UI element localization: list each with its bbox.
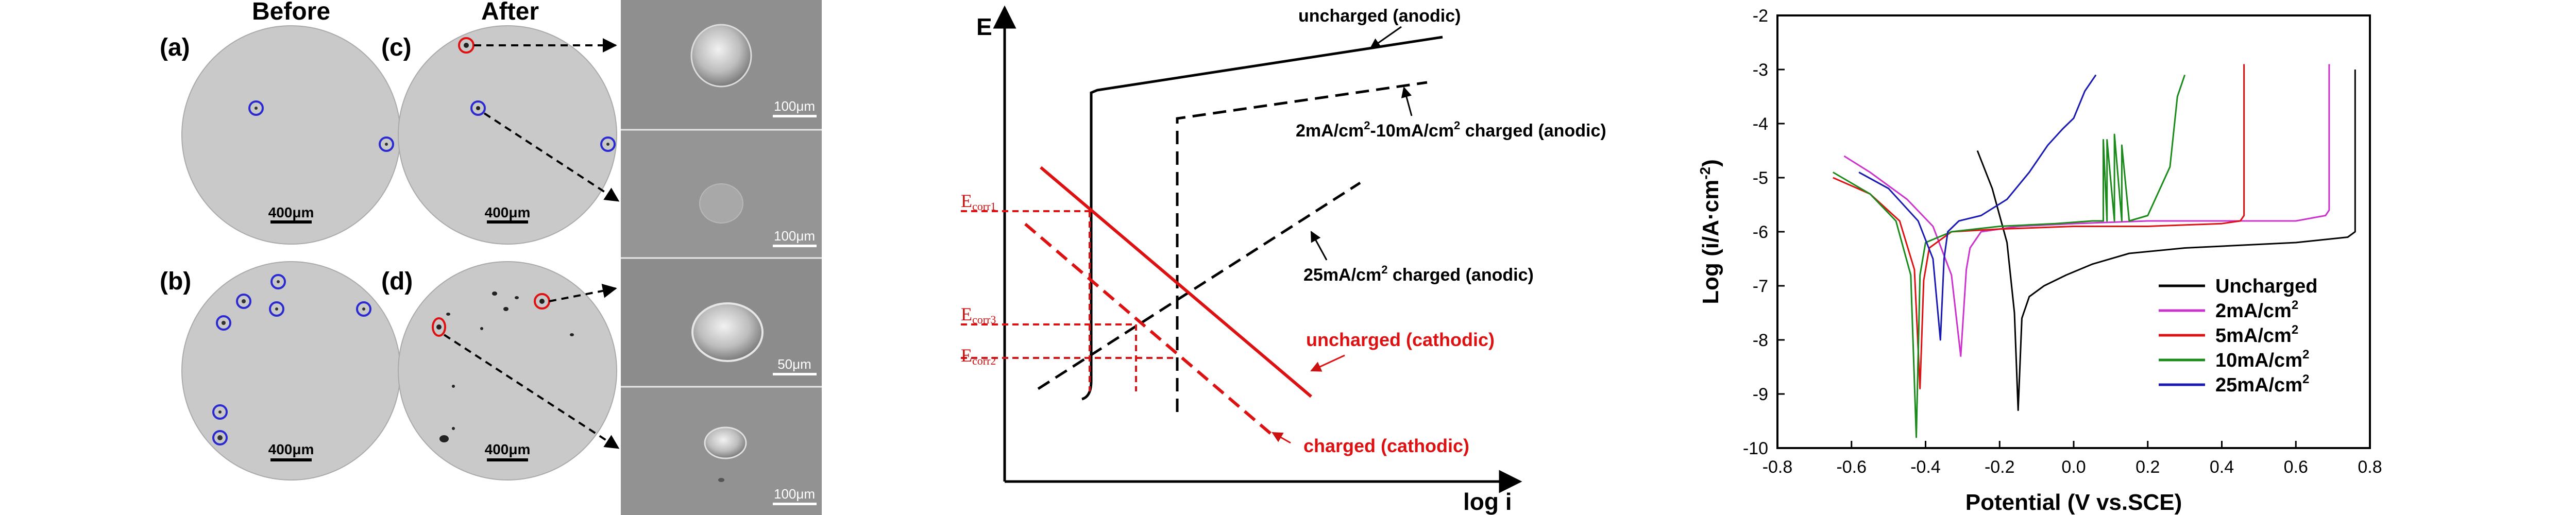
zoom-arrow — [549, 284, 617, 302]
scale-label: 400μm — [268, 441, 314, 457]
zoom-arrow — [443, 334, 620, 449]
scale-label: 400μm — [268, 204, 314, 220]
y-tick-label: -5 — [1753, 168, 1768, 188]
zoom-scale-label: 50μm — [777, 356, 811, 372]
svg-text:Log (i/A·cm-2): Log (i/A·cm-2) — [1697, 159, 1723, 304]
evans-diagram: E log i Ecorr1 Ecorr3 Ecorr2 uncharged (… — [961, 5, 1606, 515]
x-tick-label: 0.0 — [2061, 457, 2086, 477]
x-axis-label: log i — [1463, 488, 1512, 515]
charged-anodic-label-3: charged (anodic) — [1460, 121, 1606, 141]
pit-marker — [379, 136, 394, 152]
after-heading: After — [481, 0, 539, 25]
svg-text:Ecorr1: Ecorr1 — [961, 191, 996, 213]
scale-bar — [270, 220, 312, 224]
uncharged-anodic-label: uncharged (anodic) — [1298, 6, 1461, 26]
x-tick-label: -0.2 — [1985, 457, 2015, 477]
series-line-2 — [1833, 64, 2245, 389]
series-line-3 — [1833, 75, 2186, 438]
zoom-scale-label: 100μm — [774, 486, 815, 502]
y-tick-label: -2 — [1753, 6, 1768, 26]
label-d: (d) — [381, 268, 413, 295]
y-axis-title: Log (i/A·cm — [1698, 180, 1723, 304]
legend-label: 10mA/cm2 — [2215, 348, 2309, 371]
disk-b: 400μm — [181, 261, 401, 480]
pit-marker-red — [432, 317, 446, 337]
y-axis-label: E — [976, 13, 992, 40]
disk-d: 400μm — [398, 261, 617, 480]
legend-label: 2mA/cm2 — [2215, 298, 2298, 322]
label-c: (c) — [381, 34, 412, 61]
svg-text:Ecorr3: Ecorr3 — [961, 304, 996, 326]
legend-label: Uncharged — [2215, 276, 2317, 297]
ecorr1-sub: corr1 — [972, 200, 996, 213]
x-axis-title: Potential (V vs.SCE) — [1965, 490, 2182, 515]
micrograph-panel: Before After (a) (b) (c) (d) 400μm — [160, 0, 822, 515]
y-tick-label: -6 — [1753, 222, 1768, 242]
zoom-images: 100μm 100μm 50μm 100μm — [621, 0, 822, 515]
scale-bar — [270, 458, 312, 461]
scale-label: 400μm — [485, 204, 531, 220]
scale-label: 400μm — [485, 441, 531, 457]
x-tick-label: 0.8 — [2358, 457, 2382, 477]
ecorr1-label: E — [961, 191, 972, 211]
ecorr3-label: E — [961, 304, 972, 324]
charged-anodic-label-2: -10mA/cm — [1370, 121, 1454, 141]
series-line-4 — [1858, 74, 2097, 341]
x-tick-label: 0.4 — [2210, 457, 2234, 477]
svg-text:25mA/cm2 charged (anodic): 25mA/cm2 charged (anodic) — [1303, 263, 1534, 285]
x-tick-label: -0.6 — [1836, 457, 1867, 477]
high-charged-anodic-curve — [1037, 181, 1361, 390]
y-tick-label: -9 — [1753, 385, 1768, 404]
series-line-1 — [1843, 64, 2330, 357]
ecorr3-sub: corr3 — [972, 313, 996, 326]
label-b: (b) — [160, 268, 191, 295]
label-a: (a) — [160, 34, 190, 61]
y-tick-label: -3 — [1753, 60, 1768, 80]
y-tick-label: -10 — [1743, 439, 1768, 458]
svg-text:2mA/cm2-10mA/cm2 charged (anod: 2mA/cm2-10mA/cm2 charged (anodic) — [1296, 119, 1606, 141]
zoom-arrow — [483, 112, 620, 202]
ecorr2-sub: corr2 — [972, 354, 996, 367]
legend-label: 5mA/cm2 — [2215, 323, 2298, 347]
charged-cathodic-curve — [1024, 222, 1274, 437]
pit-marker-red — [458, 37, 474, 54]
x-tick-label: 0.6 — [2284, 457, 2308, 477]
y-tick-label: -4 — [1753, 114, 1768, 134]
y-axis-title-close: ) — [1698, 159, 1723, 167]
zoom-scale-label: 100μm — [774, 228, 815, 244]
uncharged-cathodic-curve — [1040, 166, 1312, 398]
disk-c: 400μm — [398, 25, 617, 245]
pit-marker — [248, 100, 264, 116]
x-tick-label: -0.4 — [1910, 457, 1941, 477]
disk-a: 400μm — [181, 25, 401, 245]
uncharged-cathodic-label: uncharged (cathodic) — [1306, 329, 1495, 350]
legend-label: 25mA/cm2 — [2215, 372, 2309, 396]
charged-cathodic-label: charged (cathodic) — [1303, 435, 1469, 456]
charged-anodic-label-1: 2mA/cm — [1296, 121, 1364, 141]
y-tick-label: -8 — [1753, 331, 1768, 350]
y-axis-title-sup: -2 — [1697, 167, 1713, 180]
before-heading: Before — [252, 0, 330, 25]
x-tick-label: -0.8 — [1762, 457, 1793, 477]
svg-text:Ecorr2: Ecorr2 — [961, 345, 996, 367]
series-line-0 — [1976, 70, 2356, 411]
charged-anodic-curve — [1176, 81, 1428, 412]
x-tick-label: 0.2 — [2136, 457, 2160, 477]
polarization-chart: -0.8 -0.6 -0.4 -0.2 0.0 0.2 0.4 0.6 0.8 -2 -3 -4 -5… — [1697, 6, 2382, 515]
ecorr2-label: E — [961, 345, 972, 366]
high-anodic-label-1: 25mA/cm — [1303, 265, 1381, 285]
high-anodic-label-2: charged (anodic) — [1387, 265, 1533, 285]
zoom-scale-label: 100μm — [774, 98, 815, 114]
y-tick-label: -7 — [1753, 277, 1768, 296]
